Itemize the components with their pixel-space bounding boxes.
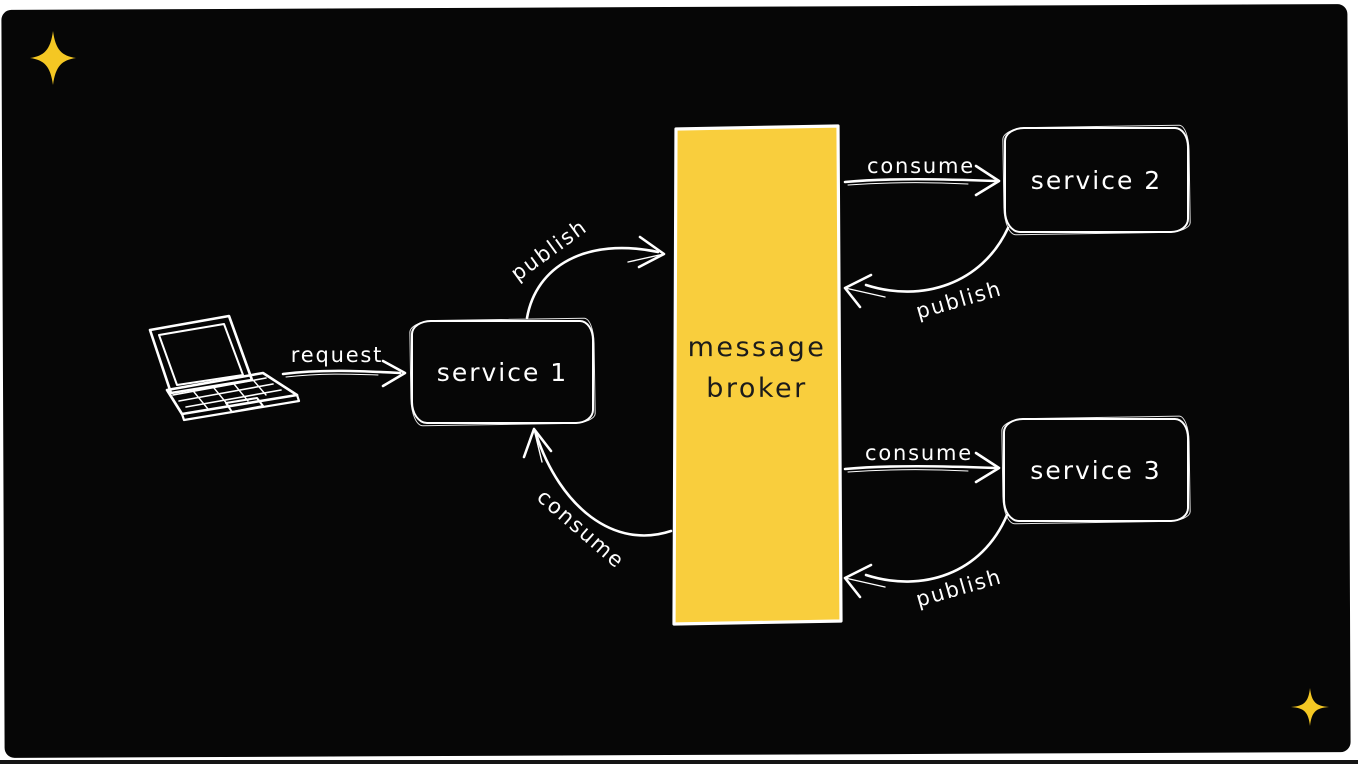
- service2-consume-arrow: [843, 164, 1001, 197]
- message-broker-box: [672, 124, 843, 626]
- service2-consume-edge-label: consume: [867, 154, 975, 178]
- broker-label-line1: message: [687, 332, 827, 363]
- service-1-label: service 1: [436, 357, 569, 387]
- request-arrow: [281, 359, 407, 388]
- message-broker-label: message broker: [672, 327, 842, 409]
- service3-consume-edge-label: consume: [865, 441, 973, 465]
- service-2-label: service 2: [1030, 165, 1163, 195]
- request-edge-label: request: [290, 343, 384, 367]
- service-2-box: service 2: [1004, 127, 1189, 233]
- service3-consume-arrow: [843, 451, 1001, 484]
- sparkle-icon: [30, 31, 76, 85]
- service1-publish-arrow: [525, 235, 666, 320]
- service2-publish-arrow: [843, 226, 1010, 309]
- service1-consume-arrow: [522, 427, 673, 537]
- service-3-box: service 3: [1003, 418, 1189, 522]
- laptop-icon: [148, 314, 301, 422]
- photo-bottom-edge: [0, 760, 1358, 764]
- broker-label-line2: broker: [706, 373, 808, 404]
- service3-publish-arrow: [843, 513, 1009, 599]
- service-3-label: service 3: [1030, 455, 1162, 485]
- sparkle-icon: [1291, 688, 1329, 726]
- service-1-box: service 1: [411, 320, 594, 424]
